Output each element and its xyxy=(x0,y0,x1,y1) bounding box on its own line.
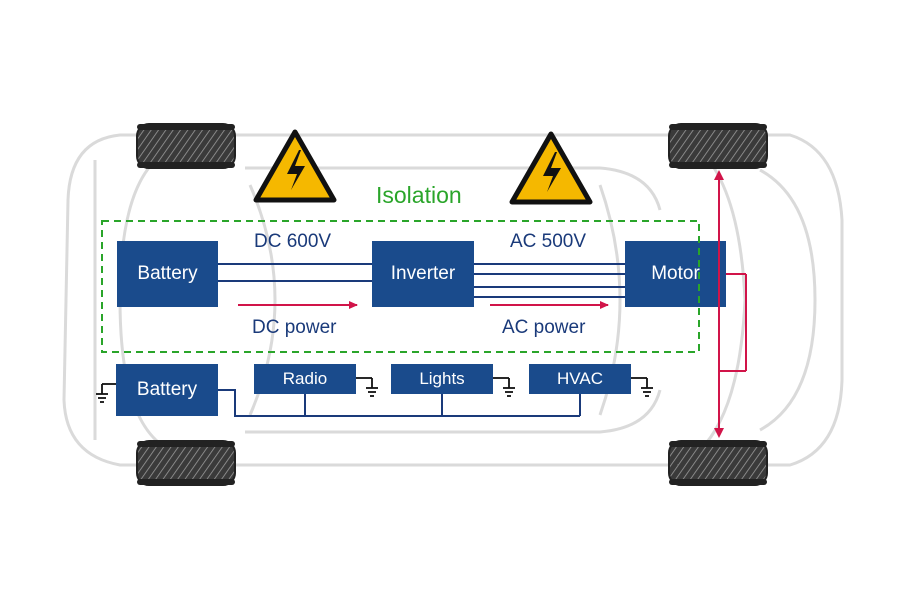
radio-box: Radio xyxy=(254,364,356,394)
lights-label: Lights xyxy=(419,369,465,388)
dc-bus-lines xyxy=(218,263,372,282)
dc-voltage-label: DC 600V xyxy=(254,231,332,252)
ground-symbol-icon xyxy=(493,377,515,397)
drive-arrow-down xyxy=(714,428,724,438)
lv-wiring xyxy=(218,389,581,417)
ac-voltage-label: AC 500V xyxy=(510,231,587,252)
ground-symbol-icon xyxy=(631,377,653,397)
inverter-box: Inverter xyxy=(372,241,474,307)
car-outline xyxy=(62,133,844,467)
lights-box: Lights xyxy=(391,364,493,394)
hvac-label: HVAC xyxy=(557,369,603,388)
high-voltage-warning-icon xyxy=(509,131,593,205)
ground-symbol-icon xyxy=(356,377,378,397)
hvac-box: HVAC xyxy=(529,364,631,394)
isolation-boundary xyxy=(101,220,700,353)
motor-box: Motor xyxy=(625,241,726,307)
inverter-label: Inverter xyxy=(390,263,456,284)
hv-battery-label: Battery xyxy=(137,263,198,284)
isolation-label: Isolation xyxy=(376,182,462,208)
hv-battery-box: Battery xyxy=(117,241,218,307)
tire-icon xyxy=(668,123,768,169)
tire-icon xyxy=(136,440,236,486)
lv-battery-box: Battery xyxy=(116,364,218,416)
dc-power-label: DC power xyxy=(252,317,337,338)
ac-power-label: AC power xyxy=(502,317,586,338)
drive-arrow-up xyxy=(714,170,724,180)
ac-bus-lines xyxy=(474,263,625,298)
drive-shaft xyxy=(718,173,747,432)
high-voltage-warning-icon xyxy=(253,129,337,203)
tire-icon xyxy=(668,440,768,486)
tire-icon xyxy=(136,123,236,169)
lv-battery-label: Battery xyxy=(136,379,198,400)
motor-label: Motor xyxy=(651,263,700,284)
radio-label: Radio xyxy=(282,369,328,388)
ground-symbol-icon xyxy=(96,383,116,403)
